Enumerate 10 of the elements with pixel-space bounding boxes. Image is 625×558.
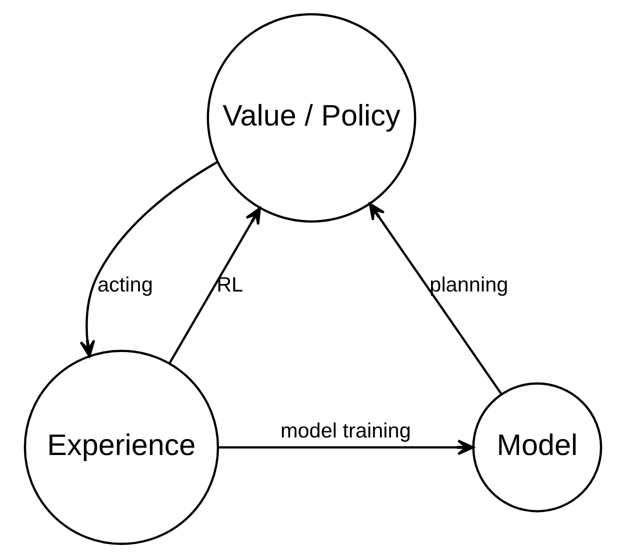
node-circle: Model [472, 382, 602, 512]
arrow [79, 161, 218, 358]
edge-label: planning [429, 274, 508, 297]
arrow [368, 202, 502, 395]
node-circle: Experience [23, 350, 219, 545]
edge-label: acting [96, 274, 152, 297]
edge-label: RL [216, 274, 243, 297]
arrow [168, 207, 260, 364]
arrow [218, 440, 474, 456]
edge-label: model training [280, 419, 410, 442]
